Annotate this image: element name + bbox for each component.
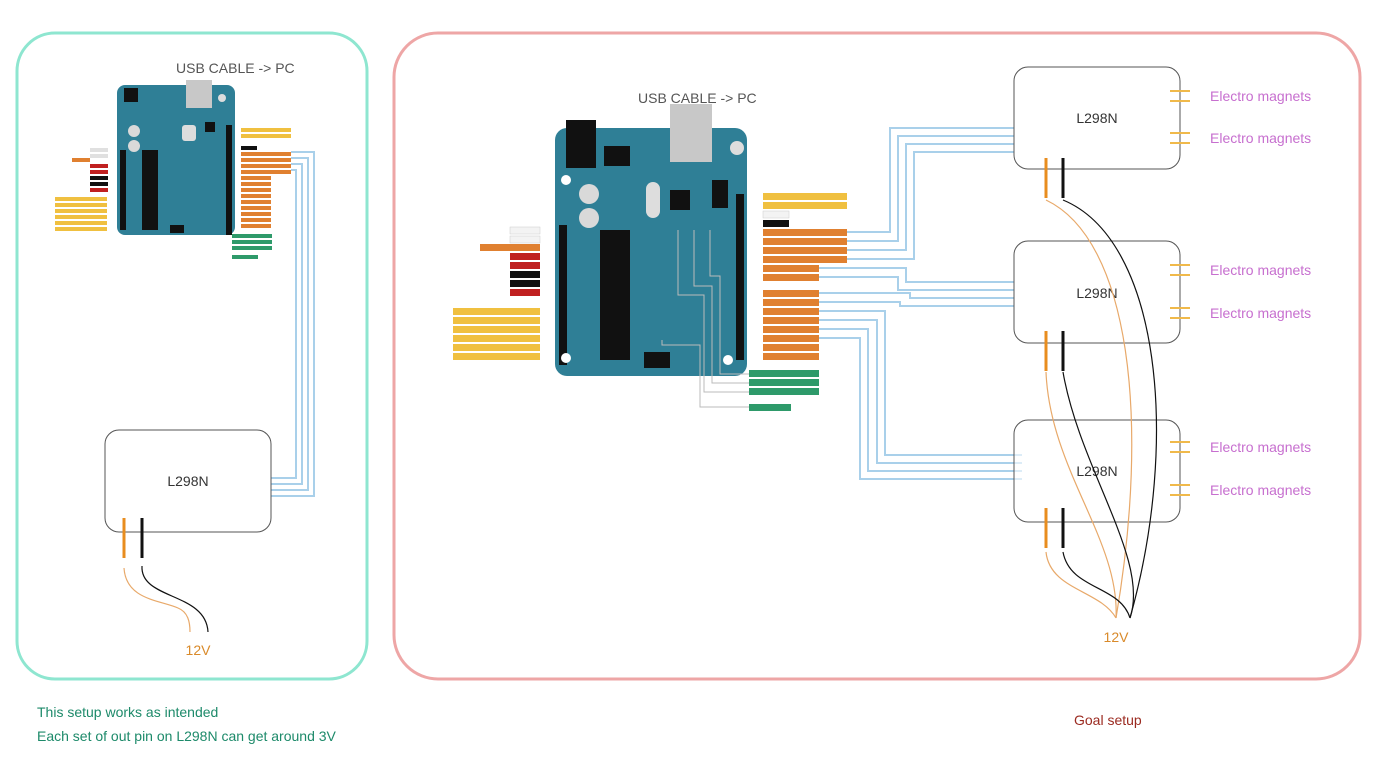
- left-pin-labels: [55, 128, 291, 259]
- right-driver-1-label: L298N: [1076, 110, 1117, 126]
- right-power-wires: [1045, 199, 1158, 619]
- magnet-connector-icon: [1170, 90, 1190, 144]
- left-black-wire: [141, 565, 209, 633]
- note-line-2: Each set of out pin on L298N can get aro…: [37, 728, 336, 744]
- right-power-label: 12V: [1104, 629, 1130, 645]
- right-magnet-label-2b: Electro magnets: [1210, 305, 1311, 321]
- left-l298n-box: [104, 429, 272, 533]
- right-magnet-label-3b: Electro magnets: [1210, 482, 1311, 498]
- right-arduino-board: [555, 104, 747, 376]
- right-usb-label: USB CABLE -> PC: [638, 90, 757, 106]
- left-panel-frame: [15, 31, 369, 681]
- right-magnet-label-1a: Electro magnets: [1210, 88, 1311, 104]
- left-arduino-board: [117, 80, 235, 235]
- goal-setup-label: Goal setup: [1074, 712, 1142, 728]
- right-magnet-label-1b: Electro magnets: [1210, 130, 1311, 146]
- magnet-connector-icon: [1170, 441, 1190, 496]
- right-driver-2: L298N: [1013, 240, 1190, 371]
- right-driver-1: L298N: [1013, 66, 1190, 198]
- right-signal-wires: [819, 127, 1022, 480]
- left-usb-label: USB CABLE -> PC: [176, 60, 295, 76]
- left-power-label: 12V: [186, 642, 212, 658]
- right-driver-3: L298N: [1013, 419, 1190, 548]
- right-board-traces: [661, 230, 749, 408]
- right-magnet-label-2a: Electro magnets: [1210, 262, 1311, 278]
- right-pin-labels: [453, 193, 847, 411]
- left-l298n-label: L298N: [167, 473, 208, 489]
- magnet-connector-icon: [1170, 264, 1190, 319]
- note-line-1: This setup works as intended: [37, 704, 219, 720]
- right-panel-frame: [392, 31, 1362, 681]
- right-driver-3-label: L298N: [1076, 463, 1117, 479]
- left-orange-wire: [123, 567, 191, 633]
- right-driver-2-label: L298N: [1076, 285, 1117, 301]
- left-signal-wires: [256, 151, 315, 497]
- right-magnet-label-3a: Electro magnets: [1210, 439, 1311, 455]
